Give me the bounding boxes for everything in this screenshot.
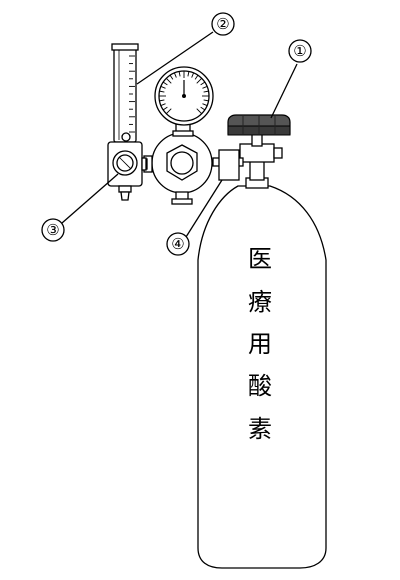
svg-text:③: ③ — [46, 221, 59, 239]
flow-meter-ball — [121, 132, 131, 142]
flow-adjust-knob — [112, 150, 138, 176]
cylinder-char: 酸 — [248, 372, 272, 400]
pressure-gauge — [154, 66, 214, 126]
gauge-tick — [200, 81, 206, 86]
gauge-tick — [166, 108, 172, 114]
gauge-tick — [203, 90, 209, 93]
gauge-tick — [203, 99, 209, 102]
gauge-tick — [196, 108, 202, 114]
gauge-tick — [162, 106, 168, 111]
cylinder-label: 医 療 用 酸 素 — [248, 245, 272, 443]
flow-meter-scale — [129, 55, 135, 133]
gauge-tick — [160, 86, 166, 89]
gauge-ticks — [159, 71, 209, 114]
callout-1: ① — [288, 39, 312, 63]
gauge-tick — [160, 103, 166, 106]
gauge-tick — [202, 86, 208, 89]
callout-4: ④ — [166, 232, 190, 256]
cylinder-valve — [239, 133, 283, 189]
gauge-tick — [162, 81, 168, 86]
gauge-tick — [178, 71, 181, 77]
leader-line-4 — [185, 179, 223, 238]
svg-text:①: ① — [293, 42, 306, 60]
leader-line-3 — [61, 173, 119, 224]
gauge-tick — [187, 71, 190, 77]
leader-line-1 — [270, 63, 298, 119]
cylinder-char: 素 — [248, 415, 272, 443]
gauge-tick — [166, 78, 172, 84]
cylinder-char: 医 — [248, 245, 272, 273]
regulator-connection — [212, 149, 244, 181]
svg-text:②: ② — [216, 15, 229, 33]
gauge-tick — [159, 99, 165, 102]
flow-meter — [107, 43, 147, 201]
leader-lines — [61, 31, 298, 238]
gauge-tick — [159, 90, 165, 93]
cylinder-char: 用 — [248, 330, 272, 358]
valve-handle — [227, 114, 291, 136]
callout-2: ② — [211, 12, 235, 36]
leader-line-2 — [136, 31, 214, 85]
cylinder-body — [197, 185, 327, 569]
gauge-tick — [191, 72, 194, 78]
gauge-tick — [174, 72, 177, 78]
regulator-body — [138, 123, 213, 205]
gauge-tick — [200, 106, 206, 111]
svg-text:④: ④ — [171, 235, 184, 253]
cylinder-char: 療 — [248, 288, 272, 316]
gauge-tick — [196, 78, 202, 84]
gauge-tick — [202, 103, 208, 106]
flow-meter-tube — [113, 47, 137, 143]
callout-3: ③ — [41, 218, 65, 242]
gauge-tick — [169, 74, 174, 80]
gauge-tick — [194, 74, 199, 80]
